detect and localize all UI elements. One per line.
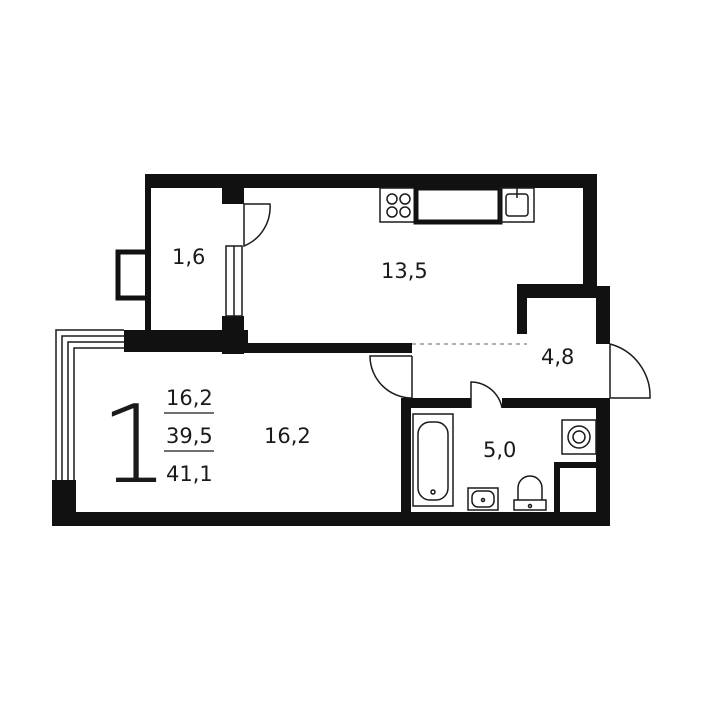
room-living-area: 16,2 (264, 424, 311, 448)
toilet-icon (517, 475, 543, 500)
wall-bottom (52, 512, 610, 526)
wall-mid-horizontal (124, 330, 248, 352)
room-kitchen-area: 13,5 (381, 259, 428, 283)
wall-right-lower-a (596, 286, 610, 344)
room-labels: 1,6 13,5 4,8 5,0 16,2 (172, 245, 574, 462)
window-living-frame-3 (67, 341, 124, 480)
wall-loggia-divider-top (222, 174, 244, 204)
door-living (369, 355, 413, 399)
doors (243, 203, 651, 409)
wall-bath-top-a (401, 398, 471, 408)
door-loggia (243, 203, 271, 248)
window-living-frame-4 (73, 347, 124, 480)
window-living-frame-2 (61, 335, 124, 480)
washbasin-icon (467, 487, 499, 511)
room-hallway-area: 4,8 (541, 345, 574, 369)
wall-closet (554, 462, 604, 468)
wall-top (145, 174, 597, 188)
wall-living-right (401, 398, 411, 518)
door-entrance (609, 343, 651, 399)
wall-bath-top-b (502, 398, 610, 408)
wall-step-down (517, 284, 527, 334)
wall-right-upper (583, 174, 597, 298)
summary-total-with-balcony: 41,1 (166, 462, 213, 486)
wall-mid-horizontal-thin (244, 343, 412, 353)
summary-total-area: 39,5 (166, 424, 213, 448)
loggia-balcony-box (115, 249, 145, 301)
door-bathroom (470, 381, 503, 409)
summary-living-area: 16,2 (166, 386, 213, 410)
wall-loggia-left (145, 174, 151, 334)
wall-left-lower (52, 480, 76, 526)
fixtures (379, 185, 597, 512)
room-bathroom-area: 5,0 (483, 438, 516, 462)
bathtub-icon (412, 413, 454, 507)
closet (560, 468, 596, 512)
walls (52, 174, 610, 526)
washing-machine-icon (561, 419, 597, 455)
summary-block: 1 16,2 39,5 41,1 (100, 383, 214, 508)
kitchen-counter (413, 185, 503, 225)
window-living-frame-1 (55, 329, 124, 480)
stove-icon (379, 187, 417, 223)
wall-closet-side (554, 462, 560, 516)
room-count: 1 (100, 383, 169, 508)
windows (55, 245, 243, 480)
room-loggia-area: 1,6 (172, 245, 205, 269)
wall-step (517, 284, 597, 298)
